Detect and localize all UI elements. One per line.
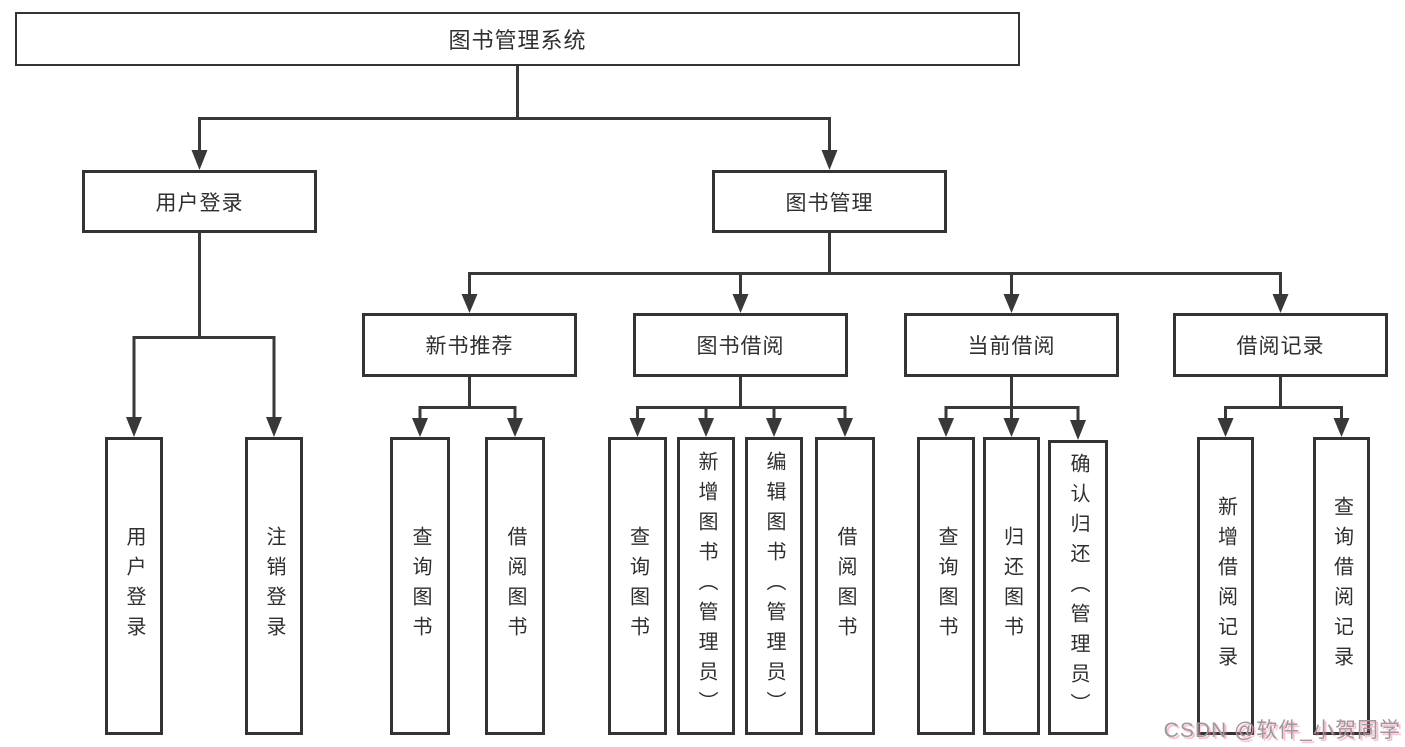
leaf-current-return-books: 归还图书 [983,437,1040,735]
arrowhead [1333,418,1350,437]
node-borrow-record: 借阅记录 [1173,313,1388,377]
node-new-book-recommend: 新书推荐 [362,313,577,377]
leaf-current-query-books-label: 查询图书 [935,526,957,646]
node-book-borrow: 图书借阅 [633,313,848,377]
node-root: 图书管理系统 [15,12,1020,66]
arrowhead [507,418,523,437]
arrowhead [766,418,782,437]
node-new-book-recommend-label: 新书推荐 [425,335,514,358]
leaf-borrow-query-books: 查询图书 [608,437,667,735]
arrowhead [126,417,142,437]
node-current-borrow: 当前借阅 [904,313,1119,377]
node-book-borrow-label: 图书借阅 [696,335,785,358]
leaf-borrow-add-books-admin: 新增图书（管理员） [677,437,735,735]
leaf-borrow-borrow-books: 借阅图书 [815,437,875,735]
arrowhead [1003,418,1020,437]
arrowhead [461,294,478,313]
leaf-current-query-books: 查询图书 [917,437,975,735]
arrowhead [732,294,749,313]
node-root-label: 图书管理系统 [448,28,587,53]
connector-current-to-leaves [938,375,1086,440]
leaf-borrow-edit-books-admin: 编辑图书（管理员） [745,437,803,735]
leaf-borrow-add-books-admin-label: 新增图书（管理员） [695,451,717,721]
arrowhead [698,418,714,437]
leaf-logout-login-label: 注销登录 [263,526,285,646]
leaf-current-return-books-label: 归还图书 [1000,526,1023,646]
leaf-current-confirm-return-admin-label: 确认归还（管理员） [1067,452,1089,723]
node-borrow-record-label: 借阅记录 [1236,335,1325,358]
arrowhead [412,418,428,437]
connector-root-to-level2 [191,66,838,170]
leaf-record-query-borrow-record-label: 查询借阅记录 [1330,496,1353,676]
node-book-management-label: 图书管理 [785,191,874,215]
leaf-borrow-borrow-books-label: 借阅图书 [834,526,856,646]
arrowhead [629,418,646,437]
arrowhead [1217,418,1234,437]
leaf-recommend-borrow-books-label: 借阅图书 [504,526,526,646]
csdn-watermark: CSDN @软件_小贺同学 [1163,719,1401,742]
leaf-recommend-query-books: 查询图书 [390,437,450,735]
leaf-record-query-borrow-record: 查询借阅记录 [1313,437,1370,735]
connector-record-to-leaves [1217,375,1350,437]
leaf-current-confirm-return-admin: 确认归还（管理员） [1048,440,1108,735]
connector-user-login-to-leaves [126,231,282,437]
connector-book-management-to-level3 [461,231,1289,313]
leaf-user-login-label: 用户登录 [123,526,145,646]
leaf-record-add-borrow-record-label: 新增借阅记录 [1214,496,1237,676]
connector-borrow-to-leaves [629,375,853,437]
leaf-recommend-borrow-books: 借阅图书 [485,437,545,735]
node-current-borrow-label: 当前借阅 [967,335,1056,358]
leaf-borrow-edit-books-admin-label: 编辑图书（管理员） [763,451,785,721]
leaf-record-add-borrow-record: 新增借阅记录 [1197,437,1254,735]
arrowhead [1070,420,1086,440]
leaf-borrow-query-books-label: 查询图书 [626,526,649,646]
arrowhead [266,417,282,437]
arrowhead [1272,294,1289,313]
connector-recommend-to-leaves [412,375,523,437]
node-user-login-label: 用户登录 [155,191,244,215]
arrowhead [821,150,838,170]
node-user-login: 用户登录 [82,170,317,233]
node-book-management: 图书管理 [712,170,947,233]
leaf-logout-login: 注销登录 [245,437,303,735]
arrowhead [191,150,208,170]
leaf-recommend-query-books-label: 查询图书 [409,526,431,646]
leaf-user-login: 用户登录 [105,437,163,735]
arrowhead [837,418,853,437]
arrowhead [1003,294,1020,313]
arrowhead [938,418,954,437]
